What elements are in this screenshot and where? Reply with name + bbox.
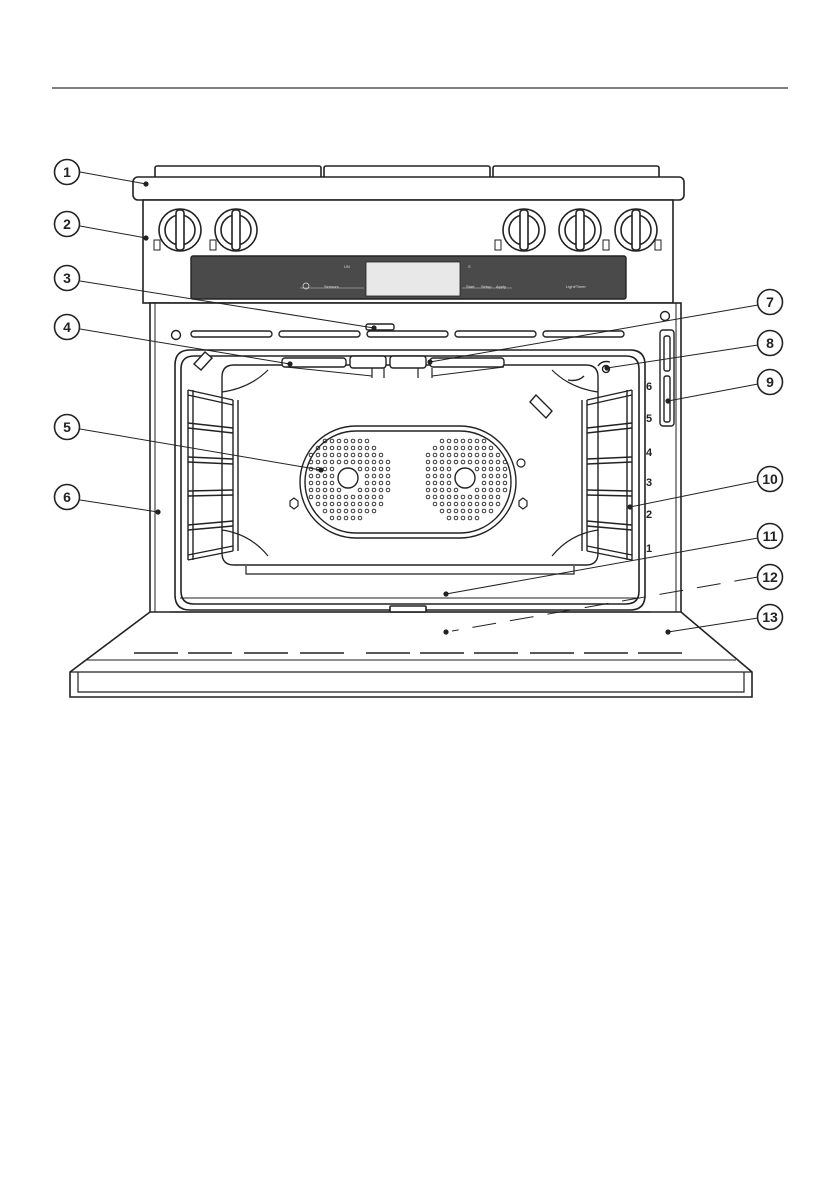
callout-13: 13 (758, 605, 783, 630)
knob-3[interactable] (503, 209, 545, 251)
callout-8: 8 (758, 331, 783, 356)
callout-12: 12 (758, 565, 783, 590)
callout-3: 3 (55, 266, 80, 291)
callout-4: 4 (55, 315, 80, 340)
callout-2: 2 (55, 212, 80, 237)
svg-text:12: 12 (762, 569, 778, 585)
apply-button[interactable]: Apply (496, 284, 506, 289)
display-top-left-label: UN (344, 264, 350, 269)
display-screen (366, 262, 460, 296)
electronic-control-panel: UN S Sensors Start Setup Apply Light/Tim… (191, 256, 626, 299)
cooktop-surface (133, 177, 684, 200)
sensor-button[interactable]: Sensors (324, 284, 339, 289)
callout-5: 5 (55, 415, 80, 440)
knob-5[interactable] (615, 209, 657, 251)
meat-probe-holder (660, 330, 674, 426)
screw-right (661, 312, 670, 321)
leader-6 (80, 500, 158, 512)
svg-text:11: 11 (763, 528, 778, 544)
svg-text:7: 7 (766, 294, 774, 310)
svg-text:1: 1 (63, 164, 71, 180)
callout-6: 6 (55, 485, 80, 510)
shelf-level-5: 5 (646, 413, 652, 425)
svg-text:13: 13 (762, 609, 778, 625)
light-timer-button[interactable]: Light/Timer (566, 284, 587, 289)
oven-door (70, 606, 752, 697)
svg-text:2: 2 (63, 216, 71, 232)
screw-left (172, 331, 181, 340)
leader-2 (80, 226, 146, 238)
svg-text:10: 10 (762, 471, 778, 487)
start-button[interactable]: Start (466, 284, 475, 289)
shelf-level-6: 6 (646, 381, 652, 393)
fan-housing-screw (517, 459, 525, 467)
svg-text:9: 9 (766, 374, 774, 390)
callout-11: 11 (758, 524, 783, 549)
cooktop (133, 166, 684, 200)
svg-text:5: 5 (63, 419, 71, 435)
shelf-level-1: 1 (646, 543, 652, 555)
svg-text:6: 6 (63, 489, 71, 505)
callout-7: 7 (758, 290, 783, 315)
callout-10: 10 (758, 467, 783, 492)
knob-1[interactable] (159, 209, 201, 251)
shelf-level-2: 2 (646, 509, 652, 521)
svg-text:8: 8 (766, 335, 774, 351)
ventilation-slots (191, 331, 624, 337)
door-hinge-catch (390, 606, 426, 612)
shelf-level-4: 4 (646, 447, 653, 459)
callout-1: 1 (55, 160, 80, 185)
svg-text:4: 4 (63, 319, 71, 335)
knob-2[interactable] (215, 209, 257, 251)
svg-text:3: 3 (63, 270, 71, 286)
display-top-right-label: S (468, 264, 471, 269)
shelf-level-3: 3 (646, 477, 652, 489)
callout-9: 9 (758, 370, 783, 395)
knob-4[interactable] (559, 209, 601, 251)
setup-button[interactable]: Setup (481, 284, 492, 289)
